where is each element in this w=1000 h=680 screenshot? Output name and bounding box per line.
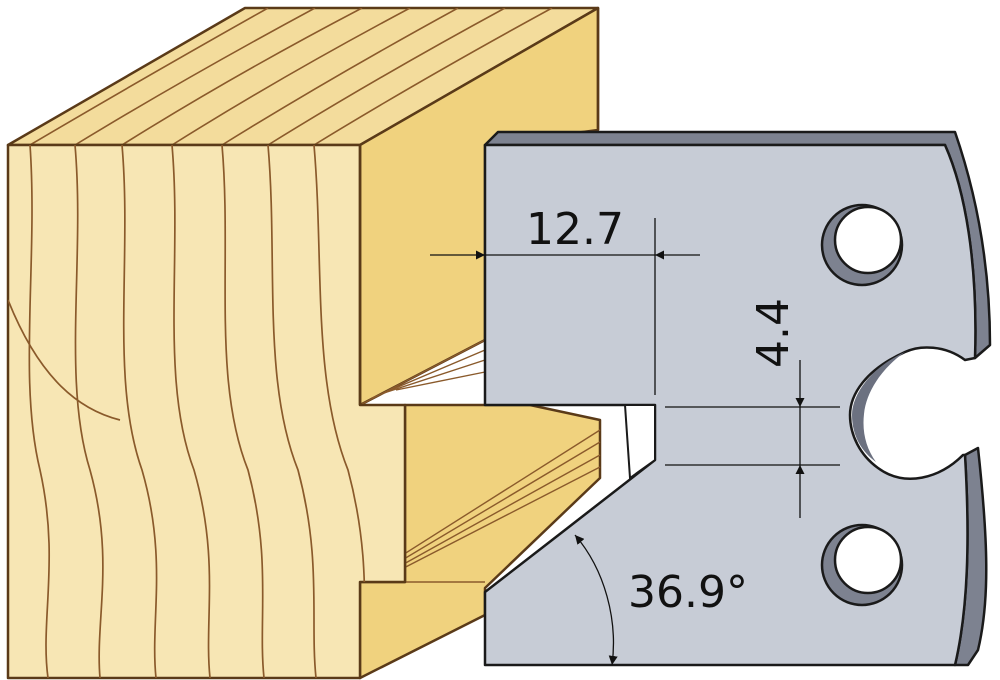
knife-notch-groove xyxy=(623,404,656,480)
knife-slot-shadow xyxy=(852,352,905,462)
angle-arc xyxy=(574,534,618,666)
dimension-width xyxy=(430,218,700,395)
width-label: 12.7 xyxy=(526,204,624,255)
wood-front-grain xyxy=(8,145,367,678)
wood-top-grain xyxy=(29,8,553,145)
wood-rebate-ledge xyxy=(359,339,486,406)
dimension-angle xyxy=(574,534,618,666)
dimension-height xyxy=(665,360,840,518)
height-label: 4.4 xyxy=(748,298,799,368)
mounting-hole-lower xyxy=(820,523,904,607)
wood-front-face xyxy=(6,143,407,680)
mounting-hole-upper xyxy=(820,203,904,287)
angle-label: 36.9° xyxy=(628,567,748,618)
wood-block xyxy=(6,6,602,680)
